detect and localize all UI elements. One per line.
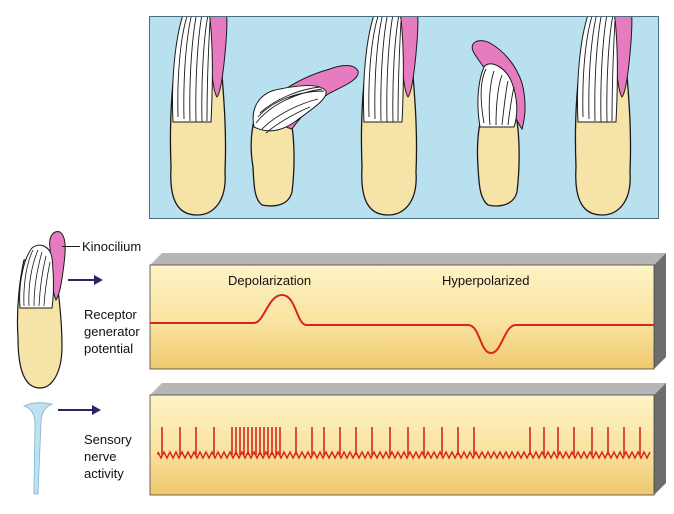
afferent-nerve-fiber	[22, 398, 62, 498]
nerve-baseline-noise	[157, 450, 651, 460]
sensory-nerve-label: Sensory nerve activity	[84, 432, 132, 481]
spike-train	[157, 427, 651, 460]
arrow-to-nerve-icon	[58, 403, 102, 422]
reference-hair-cell	[10, 228, 70, 398]
hair-cell-deflection-panel	[149, 16, 659, 219]
nerve-activity-strip	[146, 383, 666, 497]
depolarization-label: Depolarization	[228, 273, 312, 288]
kinocilium-label: Kinocilium	[82, 239, 142, 254]
hair-cell-3	[360, 17, 419, 216]
receptor-potential-strip	[146, 253, 666, 371]
arrow-to-receptor-icon	[68, 273, 104, 292]
receptor-potential-trace	[150, 293, 654, 355]
hair-cell-1	[169, 17, 228, 216]
hair-cells-svg	[169, 17, 633, 216]
hair-cell-2	[250, 65, 359, 207]
hair-cell-5	[574, 17, 633, 216]
receptor-generator-label: Receptor generator potential	[84, 307, 140, 356]
hair-cell-4	[471, 40, 526, 207]
kinocilium-pointer	[62, 246, 80, 247]
hyperpolarized-label: Hyperpolarized	[442, 273, 530, 288]
